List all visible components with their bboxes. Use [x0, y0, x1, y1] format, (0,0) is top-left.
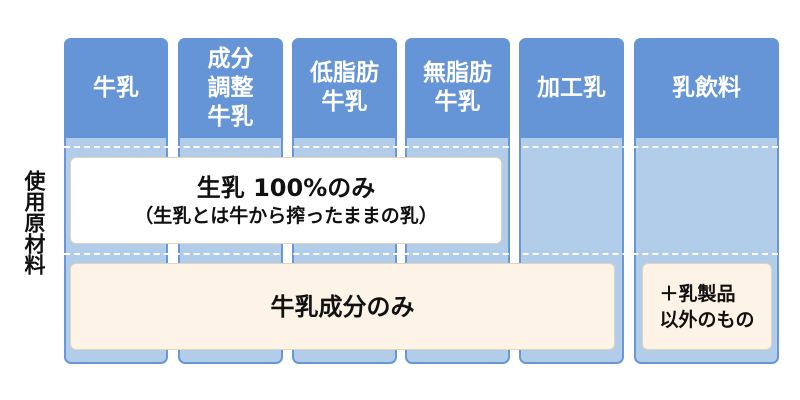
column-header-milk: 牛乳: [64, 38, 168, 138]
column-header-adjusted-milk: 成分 調整 牛乳: [178, 38, 283, 138]
column-header-milk-beverage: 乳飲料: [634, 38, 779, 138]
column-header-processed-milk: 加工乳: [519, 38, 624, 138]
raw-milk-only-box: 生乳 100%のみ （生乳とは牛から搾ったままの乳）: [70, 157, 502, 244]
raw-material-label: 使用原材料: [22, 170, 46, 275]
divider-line-bottom: [64, 253, 778, 255]
column-header-non-fat-milk: 無脂肪 牛乳: [405, 38, 510, 138]
divider-line-top: [64, 146, 778, 148]
milk-components-title: 牛乳成分のみ: [270, 292, 415, 321]
raw-milk-title: 生乳 100%のみ: [196, 173, 376, 202]
column-header-low-fat-milk: 低脂肪 牛乳: [292, 38, 397, 138]
non-dairy-additions-title: ＋乳製品 以外のもの: [659, 282, 755, 331]
non-dairy-additions-box: ＋乳製品 以外のもの: [642, 263, 772, 350]
raw-milk-subtitle: （生乳とは牛から搾ったままの乳）: [134, 204, 438, 227]
milk-components-only-box: 牛乳成分のみ: [70, 263, 615, 350]
